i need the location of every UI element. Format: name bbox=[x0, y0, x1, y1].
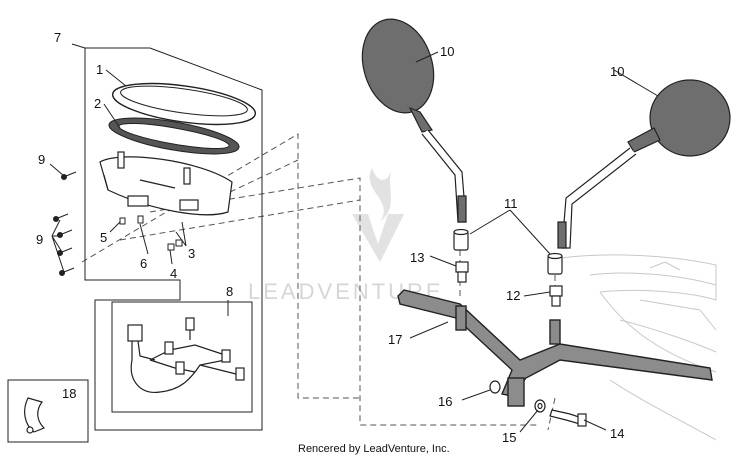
bushings bbox=[453, 228, 563, 275]
adapter-nuts bbox=[455, 261, 563, 307]
gasket bbox=[108, 117, 240, 155]
callout-18: 18 bbox=[62, 386, 76, 401]
callout-8: 8 bbox=[226, 284, 233, 299]
callout-1: 1 bbox=[96, 62, 103, 77]
callout-14: 14 bbox=[610, 426, 624, 441]
callout-15: 15 bbox=[502, 430, 516, 445]
watermark: LEADVENTURE bbox=[248, 168, 441, 304]
instrument-frame-outline bbox=[84, 47, 263, 431]
screws bbox=[53, 171, 77, 276]
callout-3: 3 bbox=[188, 246, 195, 261]
wiring-harness bbox=[127, 317, 245, 393]
washers-bolt bbox=[489, 380, 587, 427]
callout-10-left: 10 bbox=[440, 44, 454, 59]
callout-10-right: 10 bbox=[610, 64, 624, 79]
lens-ring bbox=[111, 82, 257, 126]
callout-5: 5 bbox=[100, 230, 107, 245]
bracket bbox=[24, 397, 46, 434]
callout-17: 17 bbox=[388, 332, 402, 347]
callout-2: 2 bbox=[94, 96, 101, 111]
credit-text: Rencered by LeadVenture, Inc. bbox=[298, 443, 450, 455]
callout-11: 11 bbox=[504, 196, 518, 211]
wiring-harness-box bbox=[111, 301, 253, 413]
callout-9-top: 9 bbox=[38, 152, 45, 167]
callout-13: 13 bbox=[410, 250, 424, 265]
callout-6: 6 bbox=[140, 256, 147, 271]
mirror-right bbox=[557, 79, 731, 249]
mirror-left bbox=[361, 18, 467, 223]
bulbs bbox=[119, 215, 183, 251]
callout-4: 4 bbox=[170, 266, 177, 281]
callout-12: 12 bbox=[506, 288, 520, 303]
callout-7: 7 bbox=[54, 30, 61, 45]
scooter-body-outline bbox=[559, 254, 717, 441]
callout-16: 16 bbox=[438, 394, 452, 409]
callout-leaders bbox=[49, 43, 659, 433]
instrument-housing bbox=[99, 151, 233, 216]
handlebar bbox=[397, 289, 713, 407]
bracket-box bbox=[7, 379, 89, 443]
callout-9-bottom: 9 bbox=[36, 232, 43, 247]
